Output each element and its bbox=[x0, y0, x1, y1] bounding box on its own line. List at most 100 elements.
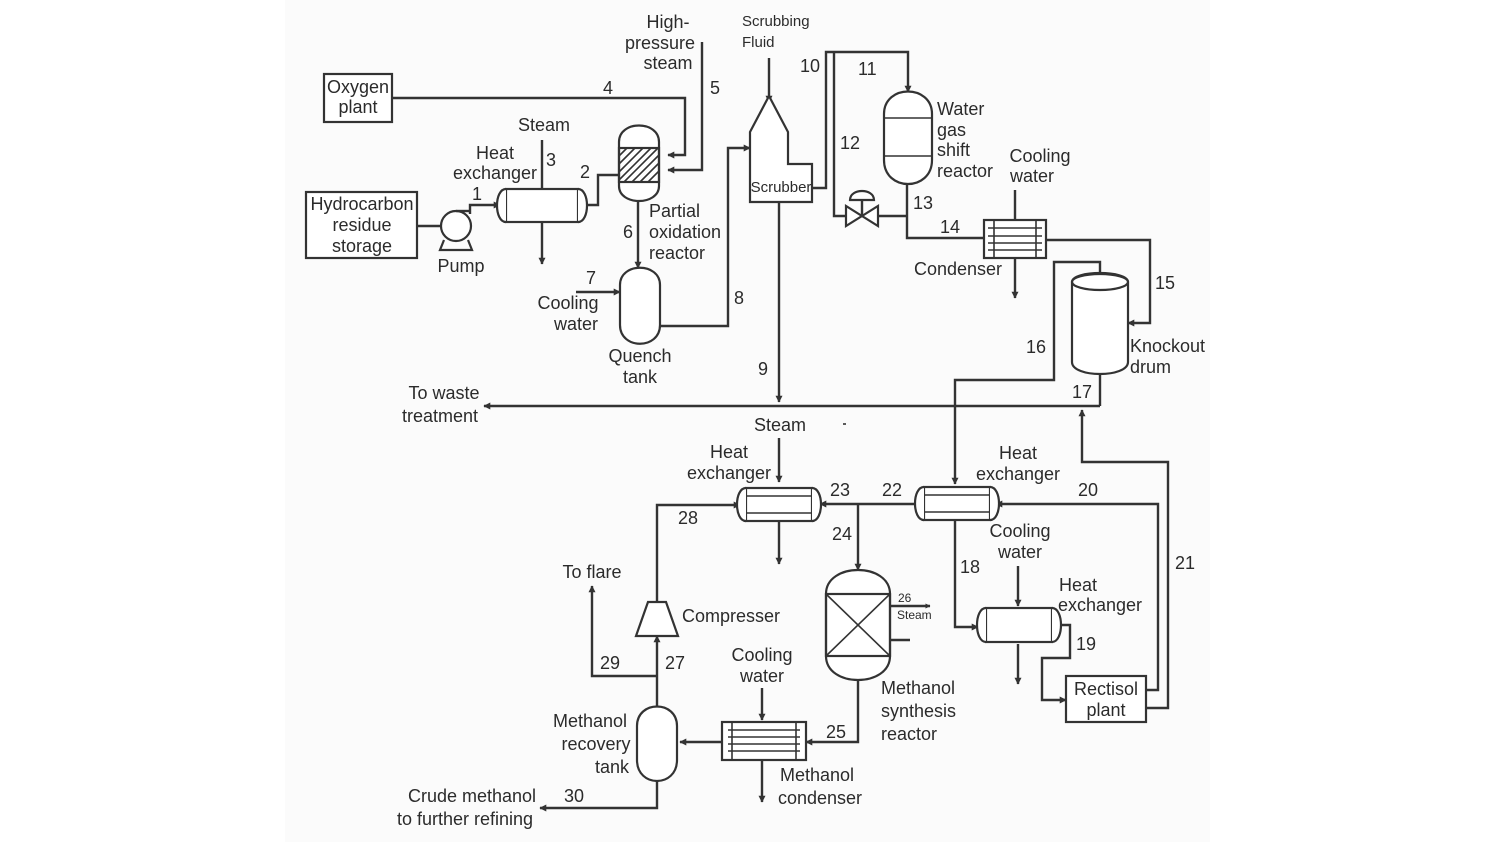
hx4-label-1: Heat bbox=[1059, 575, 1097, 595]
hx3-label-2: exchanger bbox=[976, 464, 1060, 484]
steam-26-label: Steam bbox=[897, 608, 932, 622]
stream-25-line bbox=[805, 680, 860, 746]
cw-methanol-label-1: Cooling bbox=[731, 645, 792, 665]
stream-8-line bbox=[658, 144, 751, 328]
cw-condenser-label-2: water bbox=[1009, 166, 1054, 186]
rectisol-label-2: plant bbox=[1086, 700, 1125, 720]
stream-number-30: 30 bbox=[564, 786, 584, 806]
stream-number-7: 7 bbox=[586, 268, 596, 288]
condenser-label: Condenser bbox=[914, 259, 1002, 279]
cw-quench-label-2: water bbox=[553, 314, 598, 334]
stream-number-18: 18 bbox=[960, 557, 980, 577]
heat-exchanger-4-icon bbox=[975, 606, 1063, 644]
oxygen-plant-label-2: plant bbox=[338, 97, 377, 117]
stream-2-line bbox=[582, 173, 620, 207]
stream-number-13: 13 bbox=[913, 193, 933, 213]
storage-label-1: Hydrocarbon bbox=[310, 194, 413, 214]
knockout-drum-icon bbox=[1070, 272, 1130, 376]
crude-methanol-label-2: to further refining bbox=[397, 809, 533, 829]
knockout-label-2: drum bbox=[1130, 357, 1171, 377]
mrt-label-2: recovery bbox=[561, 734, 630, 754]
heat-exchanger-1-icon bbox=[495, 187, 589, 224]
quench-tank-label-1: Quench bbox=[608, 346, 671, 366]
steam-top-label: Steam bbox=[518, 115, 570, 135]
stream-number-4: 4 bbox=[603, 78, 613, 98]
steam-mid-label: Steam bbox=[754, 415, 806, 435]
methanol-condenser-label-2: condenser bbox=[778, 788, 862, 808]
stream-number-20: 20 bbox=[1078, 480, 1098, 500]
stream-20-line bbox=[995, 500, 1160, 692]
heat-exchanger-2-icon bbox=[735, 486, 823, 523]
knockout-label-1: Knockout bbox=[1130, 336, 1205, 356]
stream-number-24: 24 bbox=[832, 524, 852, 544]
condenser-icon bbox=[982, 218, 1048, 260]
methanol-condenser-icon bbox=[720, 720, 808, 762]
hp-steam-label-3: steam bbox=[643, 53, 692, 73]
cw-quench-label-1: Cooling bbox=[537, 293, 598, 313]
stream-number-5: 5 bbox=[710, 78, 720, 98]
por-label-2: oxidation bbox=[649, 222, 721, 242]
stream-15-line bbox=[1046, 238, 1152, 327]
stream-number-26: 26 bbox=[898, 591, 912, 605]
hp-steam-label-2: pressure bbox=[625, 33, 695, 53]
stream-5-line bbox=[667, 42, 704, 174]
wgs-label-2: gas bbox=[937, 120, 966, 140]
compresser-label: Compresser bbox=[682, 606, 780, 626]
compresser-icon bbox=[634, 600, 680, 638]
stream-number-19: 19 bbox=[1076, 634, 1096, 654]
wgs-label-4: reactor bbox=[937, 161, 993, 181]
stream-number-3: 3 bbox=[546, 150, 556, 170]
stream-number-2: 2 bbox=[580, 162, 590, 182]
stream-number-15: 15 bbox=[1155, 273, 1175, 293]
storage-label-2: residue bbox=[332, 215, 391, 235]
scrubber-icon bbox=[748, 93, 814, 204]
stream-12-line bbox=[832, 52, 846, 218]
stream-number-27: 27 bbox=[665, 653, 685, 673]
pump-label: Pump bbox=[437, 256, 484, 276]
wgs-label-3: shift bbox=[937, 140, 970, 160]
hx1-label-2: exchanger bbox=[453, 163, 537, 183]
waste-label-2: treatment bbox=[402, 406, 478, 426]
stream-number-14: 14 bbox=[940, 217, 960, 237]
stream-29-line bbox=[588, 585, 657, 678]
cw-condenser-label-1: Cooling bbox=[1009, 146, 1070, 166]
methanol-recovery-tank-icon bbox=[635, 705, 679, 783]
scrubbing-fluid-label-1: Scrubbing bbox=[742, 13, 810, 30]
stream-number-23: 23 bbox=[830, 480, 850, 500]
water-gas-shift-reactor-icon bbox=[882, 90, 934, 185]
stream-13-14-line bbox=[905, 182, 984, 240]
stream-number-10: 10 bbox=[800, 56, 820, 76]
stream-21-line bbox=[1078, 409, 1170, 710]
waste-label-1: To waste bbox=[408, 383, 479, 403]
stream-28-line bbox=[655, 501, 741, 602]
stream-number-12: 12 bbox=[840, 133, 860, 153]
rectisol-plant-box bbox=[1064, 674, 1148, 724]
stream-number-8: 8 bbox=[734, 288, 744, 308]
hp-steam-label-1: High- bbox=[646, 12, 689, 32]
mrt-label-3: tank bbox=[595, 757, 630, 777]
stream-4-line bbox=[392, 96, 687, 159]
hx2-label-1: Heat bbox=[710, 442, 748, 462]
por-label-1: Partial bbox=[649, 201, 700, 221]
quench-tank-icon bbox=[618, 266, 662, 345]
pump-icon bbox=[438, 209, 474, 252]
cw-hx4-label-1: Cooling bbox=[989, 521, 1050, 541]
msr-label-3: reactor bbox=[881, 724, 937, 744]
stream-1-line bbox=[468, 201, 501, 214]
storage-label-3: storage bbox=[332, 236, 392, 256]
hx1-label-1: Heat bbox=[476, 143, 514, 163]
stream-number-11: 11 bbox=[858, 59, 877, 79]
hydrocarbon-storage-box bbox=[304, 190, 419, 260]
methanol-synthesis-reactor-icon bbox=[824, 568, 892, 682]
rectisol-label-1: Rectisol bbox=[1074, 679, 1138, 699]
msr-label-1: Methanol bbox=[881, 678, 955, 698]
oxygen-plant-label-1: Oxygen bbox=[327, 77, 389, 97]
stream-18-line bbox=[953, 520, 979, 631]
heat-exchanger-3-icon bbox=[913, 485, 1001, 522]
to-flare-label: To flare bbox=[562, 562, 621, 582]
stream-10-11-line bbox=[812, 50, 912, 190]
scrubbing-fluid-label-2: Fluid bbox=[742, 34, 775, 51]
stream-30-line bbox=[539, 780, 659, 812]
stream-number-17: 17 bbox=[1072, 382, 1092, 402]
